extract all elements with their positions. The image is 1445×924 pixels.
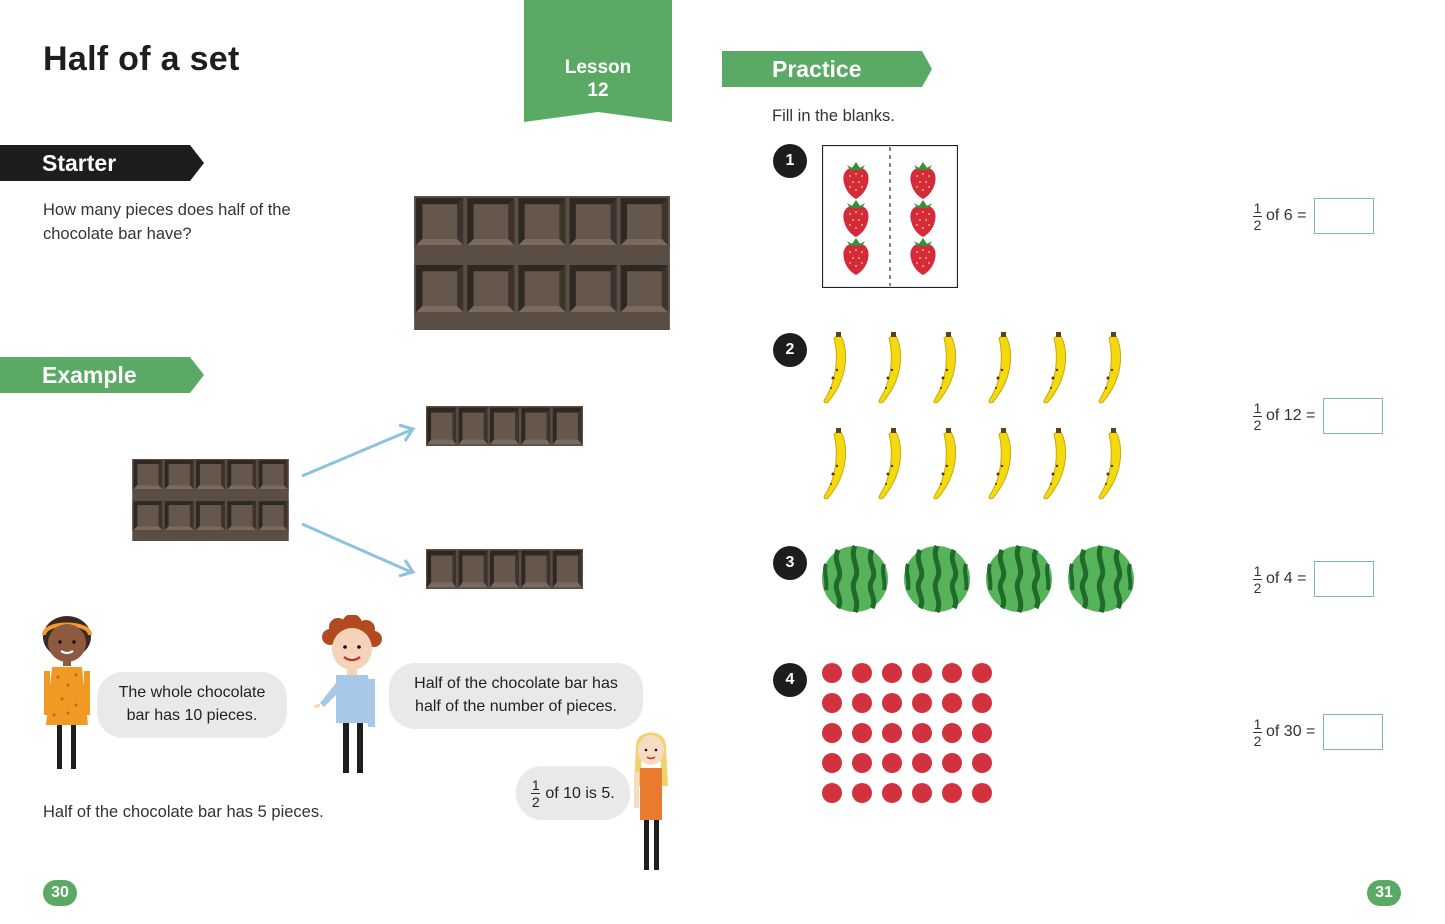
item-number-1: 1 <box>773 144 807 178</box>
example-heading: Example <box>42 362 137 388</box>
starter-banner: Starter <box>0 145 204 181</box>
equation-text: of 30 = <box>1266 723 1316 740</box>
item-number-2: 2 <box>773 333 807 367</box>
example-conclusion: Half of the chocolate bar has 5 pieces. <box>43 803 324 821</box>
page-title: Half of a set <box>43 40 240 78</box>
strawberry-box <box>822 145 958 288</box>
fraction-half: 1 2 <box>531 776 541 810</box>
boy-character-icon <box>313 615 382 773</box>
fraction-denominator: 2 <box>1253 416 1262 433</box>
bubble-line: half of the number of pieces. <box>415 698 617 715</box>
starter-question-line: How many pieces does half of the <box>43 201 291 219</box>
page-number-left: 30 <box>43 880 77 906</box>
item-number-3: 3 <box>773 546 807 580</box>
girl-character-icon <box>42 616 92 769</box>
fraction-numerator: 1 <box>1253 199 1262 216</box>
blonde-girl-character-icon <box>634 732 668 870</box>
fraction-denominator: 2 <box>1253 579 1262 596</box>
red-dot-grid <box>822 663 992 803</box>
watermelon-group <box>821 545 1136 613</box>
fraction-denominator: 2 <box>1253 732 1262 749</box>
lesson-word: Lesson <box>564 57 632 78</box>
answer-box-1[interactable] <box>1314 198 1375 234</box>
answer-box-3[interactable] <box>1314 561 1375 597</box>
fraction-numerator: 1 <box>1253 562 1262 579</box>
equation-text: of 12 = <box>1266 407 1316 424</box>
bubble-line: The whole chocolate <box>118 684 266 701</box>
speech-bubble-girl: The whole chocolate bar has 10 pieces. <box>97 672 287 738</box>
banana-group <box>823 332 1122 500</box>
item-number-4: 4 <box>773 663 807 697</box>
bubble-line: bar has 10 pieces. <box>126 707 258 724</box>
starter-heading: Starter <box>42 150 117 176</box>
practice-instruction: Fill in the blanks. <box>772 107 895 125</box>
fraction-denominator: 2 <box>1253 216 1262 233</box>
practice-heading: Practice <box>772 56 862 82</box>
page-number-right: 31 <box>1367 880 1401 906</box>
lesson-label: Lesson 12 <box>524 56 672 102</box>
bubble-line: of 10 is 5. <box>545 784 615 802</box>
lesson-number: 12 <box>587 80 609 101</box>
starter-question-line: chocolate bar have? <box>43 225 192 243</box>
answer-box-2[interactable] <box>1323 398 1384 434</box>
split-arrows <box>301 423 416 578</box>
example-banner: Example <box>0 357 204 393</box>
fraction-numerator: 1 <box>1253 715 1262 732</box>
chocolate-half-top <box>426 406 583 446</box>
speech-bubble-boy: Half of the chocolate bar has half of th… <box>389 663 643 729</box>
equation-text: of 6 = <box>1266 207 1307 224</box>
chocolate-bar-whole <box>414 196 670 330</box>
practice-banner: Practice <box>722 51 932 87</box>
speech-bubble-fraction: 1 2 of 10 is 5. <box>516 766 630 820</box>
chocolate-half-bottom <box>426 549 583 589</box>
fraction-numerator: 1 <box>1253 399 1262 416</box>
starter-question: How many pieces does half of the chocola… <box>43 198 291 246</box>
fraction-denominator: 2 <box>531 793 540 810</box>
fraction-numerator: 1 <box>531 776 540 793</box>
equation-text: of 4 = <box>1266 570 1307 587</box>
answer-box-4[interactable] <box>1323 714 1384 750</box>
lesson-flag <box>524 0 672 122</box>
bubble-line: Half of the chocolate bar has <box>414 675 618 692</box>
chocolate-bar-example <box>132 459 289 541</box>
